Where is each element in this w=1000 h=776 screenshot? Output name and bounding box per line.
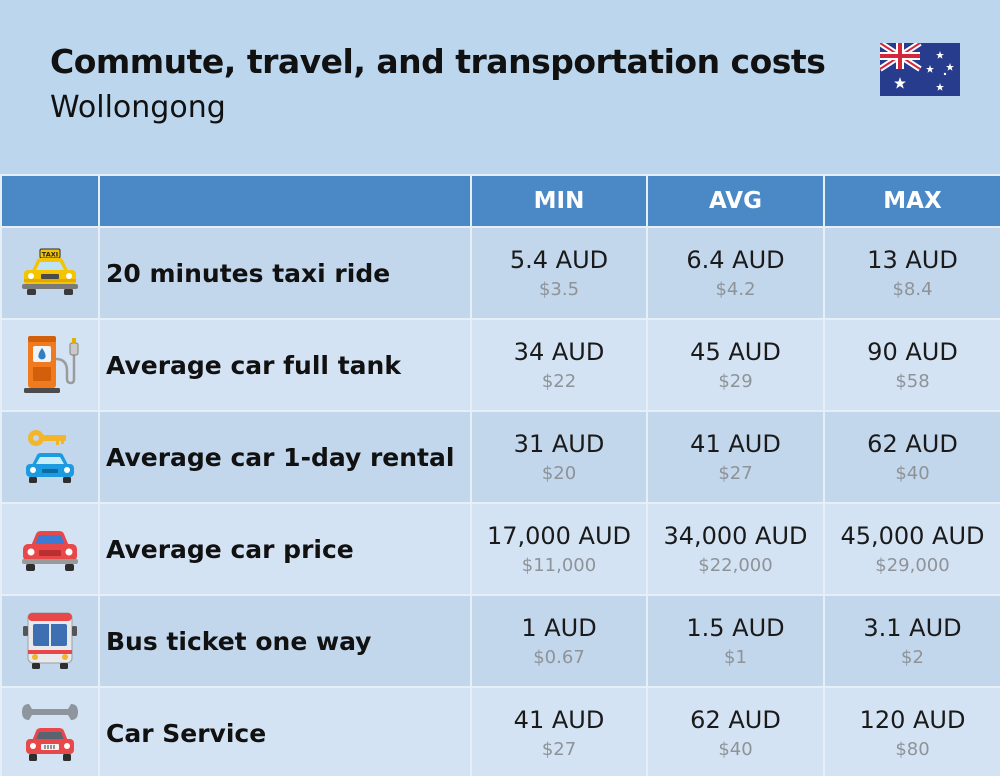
table-row: Car Service 41 AUD $27 62 AUD $40 120 AU… [0,686,1000,776]
row-label: Average car price [98,502,472,596]
min-value-cell: 31 AUD $20 [470,410,648,504]
aud-value: 34 AUD [513,338,605,366]
row-label: Car Service [98,686,472,776]
table-row: Average car price 17,000 AUD $11,000 34,… [0,502,1000,596]
usd-value: $4.2 [715,279,756,300]
aud-value: 45 AUD [690,338,781,366]
avg-value-cell: 34,000 AUD $22,000 [646,502,825,596]
usd-value: $80 [895,739,930,760]
city-subtitle: Wollongong [50,90,226,125]
min-value-cell: 5.4 AUD $3.5 [470,226,648,320]
aud-value: 41 AUD [513,706,605,734]
usd-value: $0.67 [533,647,585,668]
avg-value-cell: 1.5 AUD $1 [646,594,825,688]
avg-column-header: AVG [646,174,825,228]
row-label: Bus ticket one way [98,594,472,688]
usd-value: $3.5 [538,279,580,300]
avg-value-cell: 41 AUD $27 [646,410,825,504]
usd-value: $40 [895,463,930,484]
max-value-cell: 62 AUD $40 [823,410,1000,504]
aud-value: 3.1 AUD [863,614,962,642]
usd-value: $20 [541,463,577,484]
aud-value: 13 AUD [867,246,958,274]
table-row: Average car full tank 34 AUD $22 45 AUD … [0,318,1000,412]
australia-flag-icon [880,43,960,96]
min-value-cell: 34 AUD $22 [470,318,648,412]
usd-value: $22 [541,371,577,392]
row-label: Average car 1-day rental [98,410,472,504]
max-value-cell: 90 AUD $58 [823,318,1000,412]
aud-value: 41 AUD [690,430,781,458]
transport-costs-table: MIN AVG MAX TAXI [0,174,1000,776]
taxi-icon: TAXI [22,248,78,295]
aud-value: 5.4 AUD [509,246,609,274]
aud-value: 90 AUD [867,338,958,366]
car-icon [22,531,78,571]
car-rental-key-icon [26,430,74,483]
usd-value: $27 [718,463,753,484]
table-row: Bus ticket one way 1 AUD $0.67 1.5 AUD $… [0,594,1000,688]
label-column-header [98,174,472,228]
aud-value: 1.5 AUD [686,614,785,642]
usd-value: $40 [718,739,753,760]
usd-value: $2 [901,647,924,668]
usd-value: $58 [895,371,930,392]
usd-value: $22,000 [698,555,773,576]
row-label: Average car full tank [98,318,472,412]
usd-value: $27 [541,739,577,760]
aud-value: 34,000 AUD [663,522,808,550]
min-column-header: MIN [470,174,648,228]
min-value-cell: 41 AUD $27 [470,686,648,776]
min-value-cell: 17,000 AUD $11,000 [470,502,648,596]
usd-value: $29 [718,371,753,392]
max-value-cell: 13 AUD $8.4 [823,226,1000,320]
aud-value: 1 AUD [521,614,597,642]
page-title: Commute, travel, and transportation cost… [50,42,826,81]
icon-column-header [0,174,100,228]
table-row: TAXI 20 minutes taxi ride 5.4 AUD $3.5 [0,226,1000,320]
aud-value: 120 AUD [859,706,966,734]
aud-value: 17,000 AUD [486,522,632,550]
page-header: Commute, travel, and transportation cost… [0,0,1000,174]
fuel-pump-icon [24,336,79,393]
usd-value: $11,000 [521,555,597,576]
max-value-cell: 3.1 AUD $2 [823,594,1000,688]
max-column-header: MAX [823,174,1000,228]
table-header-row: MIN AVG MAX [0,174,1000,228]
max-value-cell: 120 AUD $80 [823,686,1000,776]
aud-value: 62 AUD [867,430,958,458]
aud-value: 62 AUD [690,706,781,734]
min-value-cell: 1 AUD $0.67 [470,594,648,688]
usd-value: $29,000 [875,555,950,576]
usd-value: $8.4 [892,279,933,300]
avg-value-cell: 62 AUD $40 [646,686,825,776]
aud-value: 45,000 AUD [840,522,985,550]
aud-value: 31 AUD [513,430,605,458]
taxi-sign-text: TAXI [42,251,58,259]
max-value-cell: 45,000 AUD $29,000 [823,502,1000,596]
row-label: 20 minutes taxi ride [98,226,472,320]
aud-value: 6.4 AUD [686,246,785,274]
table-row: Average car 1-day rental 31 AUD $20 41 A… [0,410,1000,504]
bus-icon [23,612,77,669]
car-service-wrench-icon [22,704,78,761]
avg-value-cell: 45 AUD $29 [646,318,825,412]
usd-value: $1 [724,647,747,668]
avg-value-cell: 6.4 AUD $4.2 [646,226,825,320]
